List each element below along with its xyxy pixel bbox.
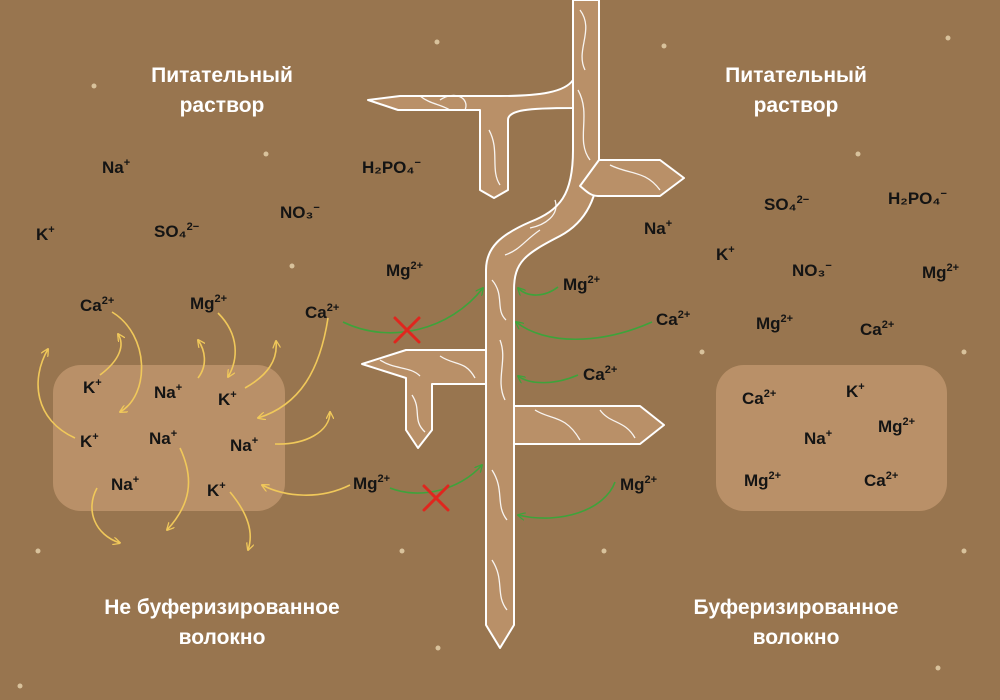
ion-label: Ca2+ bbox=[742, 388, 776, 408]
green-curved-arrow bbox=[518, 374, 579, 383]
ion-label: Mg2+ bbox=[756, 313, 793, 333]
heading-right-bottom-line1: Буферизированное bbox=[694, 596, 899, 619]
ion-label: H₂PO₄− bbox=[362, 157, 421, 177]
ion-label: Mg2+ bbox=[563, 274, 600, 294]
root-branch-mid-left bbox=[361, 349, 487, 449]
ion-label: H₂PO₄− bbox=[888, 188, 947, 208]
root bbox=[361, 0, 685, 649]
ion-label: Na+ bbox=[804, 428, 832, 448]
ion-label: Mg2+ bbox=[353, 473, 390, 493]
ion-label: Na+ bbox=[154, 382, 182, 402]
ion-label: Na+ bbox=[230, 435, 258, 455]
fiber-box-left bbox=[53, 365, 285, 511]
yellow-curved-arrow bbox=[217, 312, 236, 377]
ion-label: K+ bbox=[716, 244, 735, 264]
ion-label: Na+ bbox=[102, 157, 130, 177]
ion-label: SO₄2− bbox=[154, 221, 199, 241]
root-branch-right-upper bbox=[579, 159, 685, 197]
heading-left-bottom-line1: Не буферизированное bbox=[104, 596, 339, 619]
exchange-arrows bbox=[37, 311, 351, 550]
ion-label: Mg2+ bbox=[620, 474, 657, 494]
ion-label: Mg2+ bbox=[878, 416, 915, 436]
fiber-box-right bbox=[716, 365, 947, 511]
ion-label: NO₃− bbox=[792, 260, 832, 280]
background-dots bbox=[17, 35, 967, 689]
green-curved-arrow bbox=[342, 288, 483, 334]
heading-left-bottom-line2: волокно bbox=[179, 626, 266, 649]
ion-label: Mg2+ bbox=[190, 293, 227, 313]
ion-label: Ca2+ bbox=[860, 319, 894, 339]
ion-label: SO₄2− bbox=[764, 194, 809, 214]
root-branch-right-lower bbox=[513, 405, 665, 445]
yellow-curved-arrow bbox=[229, 491, 250, 550]
ion-label: Mg2+ bbox=[386, 260, 423, 280]
heading-left-top-line1: Питательный bbox=[151, 64, 293, 87]
ion-label: K+ bbox=[83, 377, 102, 397]
ion-label: Ca2+ bbox=[583, 364, 617, 384]
yellow-curved-arrow bbox=[37, 349, 76, 439]
heading-right-top-line1: Питательный bbox=[725, 64, 867, 87]
heading-right-top-line2: раствор bbox=[754, 94, 839, 117]
root-main bbox=[485, 0, 600, 649]
root-branch-top-left bbox=[367, 79, 574, 199]
yellow-curved-arrow bbox=[198, 340, 204, 379]
ion-label: K+ bbox=[218, 389, 237, 409]
ion-label: Na+ bbox=[149, 428, 177, 448]
ion-label: Mg2+ bbox=[744, 470, 781, 490]
root-grain-lines bbox=[379, 9, 661, 611]
heading-right-bottom-line2: волокно bbox=[753, 626, 840, 649]
green-curved-arrow bbox=[516, 322, 653, 340]
red-x-icon bbox=[393, 316, 421, 344]
ion-label: Ca2+ bbox=[656, 309, 690, 329]
ion-label: K+ bbox=[207, 480, 226, 500]
yellow-curved-arrow bbox=[111, 311, 143, 412]
yellow-curved-arrow bbox=[91, 487, 120, 543]
ion-label: Na+ bbox=[644, 218, 672, 238]
red-x-icon bbox=[422, 484, 450, 512]
ion-label: Ca2+ bbox=[80, 295, 114, 315]
green-curved-arrow bbox=[389, 465, 482, 494]
ion-label: Ca2+ bbox=[864, 470, 898, 490]
uptake-arrows bbox=[342, 286, 653, 518]
yellow-curved-arrow bbox=[262, 485, 351, 496]
ion-label: NO₃− bbox=[280, 202, 320, 222]
yellow-curved-arrow bbox=[244, 341, 276, 389]
ion-label: Na+ bbox=[111, 474, 139, 494]
ion-label: K+ bbox=[846, 381, 865, 401]
yellow-curved-arrow bbox=[167, 447, 190, 530]
heading-left-top-line2: раствор bbox=[180, 94, 265, 117]
ion-label: Mg2+ bbox=[922, 262, 959, 282]
yellow-curved-arrow bbox=[274, 412, 330, 445]
yellow-curved-arrow bbox=[258, 317, 329, 418]
green-curved-arrow bbox=[518, 481, 616, 518]
ion-label: K+ bbox=[80, 431, 99, 451]
yellow-curved-arrow bbox=[99, 334, 121, 376]
green-curved-arrow bbox=[518, 286, 559, 295]
ion-label: Ca2+ bbox=[305, 302, 339, 322]
ion-label: K+ bbox=[36, 224, 55, 244]
